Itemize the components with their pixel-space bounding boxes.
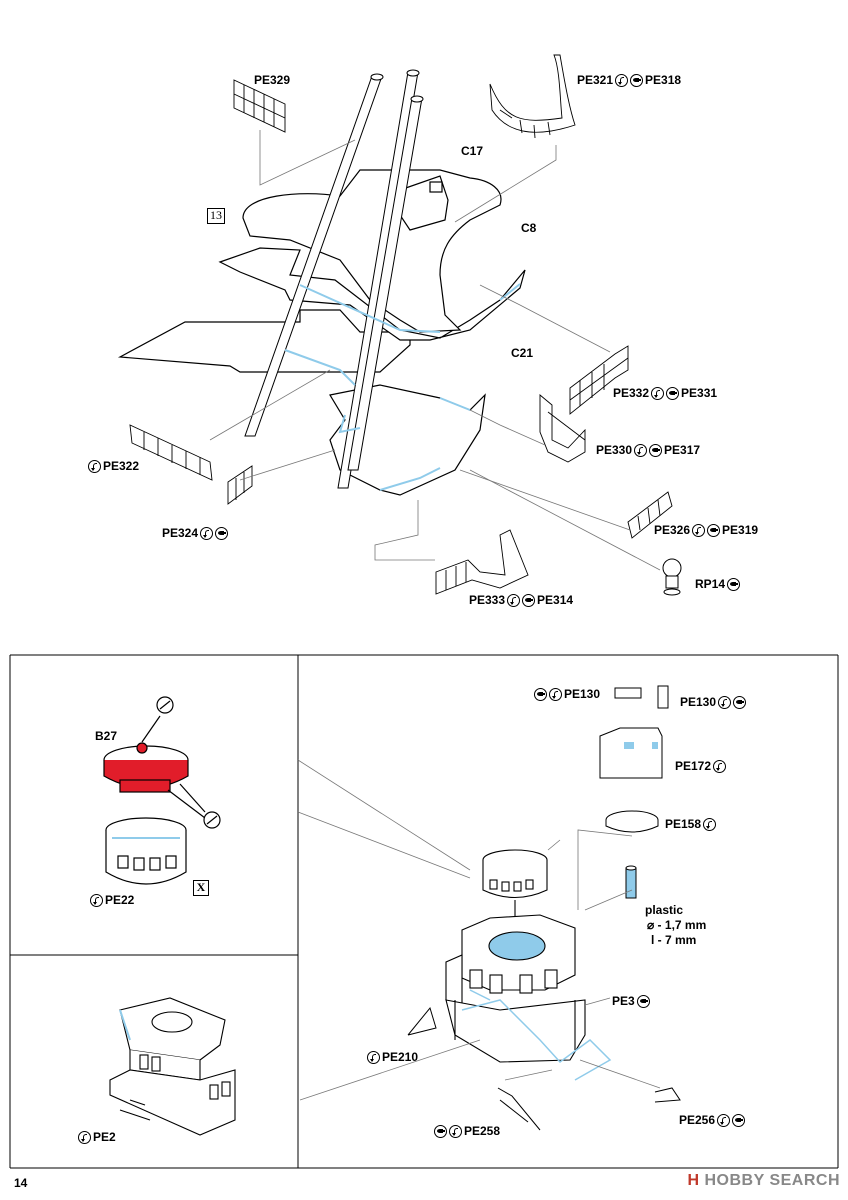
- bridge-tower-assembly: [445, 849, 586, 1063]
- label-pe158: PE158: [665, 817, 717, 831]
- glue-icon: [649, 443, 663, 457]
- label-b27: B27: [95, 729, 118, 743]
- bend-icon: [703, 817, 717, 831]
- plastic-rod-note: plastic ⌀ - 1,7 mm l - 7 mm: [645, 903, 706, 948]
- label-pe130-left: PE130: [534, 687, 600, 701]
- bend-icon: [615, 73, 629, 87]
- plastic-rod-diameter: ⌀ - 1,7 mm: [647, 918, 707, 932]
- label-pe329: PE329: [254, 73, 291, 87]
- bend-icon: [717, 1113, 731, 1127]
- plastic-rod-length: l - 7 mm: [651, 933, 697, 947]
- page-number: 14: [14, 1176, 28, 1190]
- glue-icon: [707, 523, 721, 537]
- bend-icon: [78, 1130, 91, 1144]
- mast-poles: [244, 69, 424, 489]
- bridge-deck-assembly: [117, 169, 526, 496]
- bend-icon: [713, 759, 727, 773]
- glue-icon: [522, 593, 536, 607]
- glue-icon: [666, 386, 680, 400]
- glue-icon: [732, 1113, 746, 1127]
- glue-icon: [215, 526, 229, 540]
- pe2-structure: [109, 997, 236, 1136]
- glue-icon: [630, 73, 644, 87]
- bend-icon: [549, 687, 562, 701]
- watermark: H HOBBY SEARCH: [687, 1172, 840, 1190]
- label-pe22: PE22: [90, 893, 134, 907]
- glue-icon: [534, 687, 547, 701]
- railing-panels: [129, 54, 673, 595]
- watermark-text: HOBBY SEARCH: [704, 1172, 840, 1189]
- bend-icon: [449, 1124, 462, 1138]
- bend-icon: [507, 593, 521, 607]
- label-rp14: RP14: [695, 577, 741, 591]
- label-pe256: PE256: [679, 1113, 746, 1127]
- label-pe324: PE324: [162, 526, 229, 540]
- bend-icon: [651, 386, 665, 400]
- blue-highlight-rails: [284, 283, 521, 491]
- label-c8: C8: [521, 221, 537, 235]
- bend-icon: [90, 893, 103, 907]
- bend-icon: [718, 695, 732, 709]
- rp14-part: [662, 558, 682, 596]
- glue-icon: [636, 994, 650, 1008]
- label-pe130-right: PE130: [680, 695, 747, 709]
- panel-dividers: [9, 654, 839, 1169]
- label-pe258: PE258: [434, 1124, 500, 1138]
- b27-assembly: [103, 696, 221, 885]
- blue-bridge-rails: [461, 989, 612, 1081]
- bend-icon: [367, 1050, 380, 1064]
- glue-icon: [434, 1124, 447, 1138]
- glue-icon: [727, 577, 741, 591]
- leader-lines-bottom: [297, 759, 661, 1101]
- bend-icon: [200, 526, 214, 540]
- glue-icon: [733, 695, 747, 709]
- bend-icon: [88, 459, 101, 473]
- watermark-mark: H: [687, 1172, 700, 1189]
- bend-icon: [692, 523, 706, 537]
- label-pe210: PE210: [367, 1050, 418, 1064]
- label-c17: C17: [461, 144, 484, 158]
- bottom-railing-parts: [407, 1006, 681, 1131]
- bend-icon: [634, 443, 648, 457]
- label-c21: C21: [511, 346, 534, 360]
- label-pe3: PE3: [612, 994, 650, 1008]
- step-marker-x: X: [193, 880, 209, 896]
- leader-lines-top: [209, 130, 661, 571]
- label-pe172: PE172: [675, 759, 727, 773]
- searchlight-parts: [599, 685, 669, 899]
- step-marker-13: 13: [207, 208, 225, 224]
- label-pe2: PE2: [78, 1130, 116, 1144]
- plastic-rod-title: plastic: [645, 903, 684, 917]
- label-pe322: PE322: [88, 459, 139, 473]
